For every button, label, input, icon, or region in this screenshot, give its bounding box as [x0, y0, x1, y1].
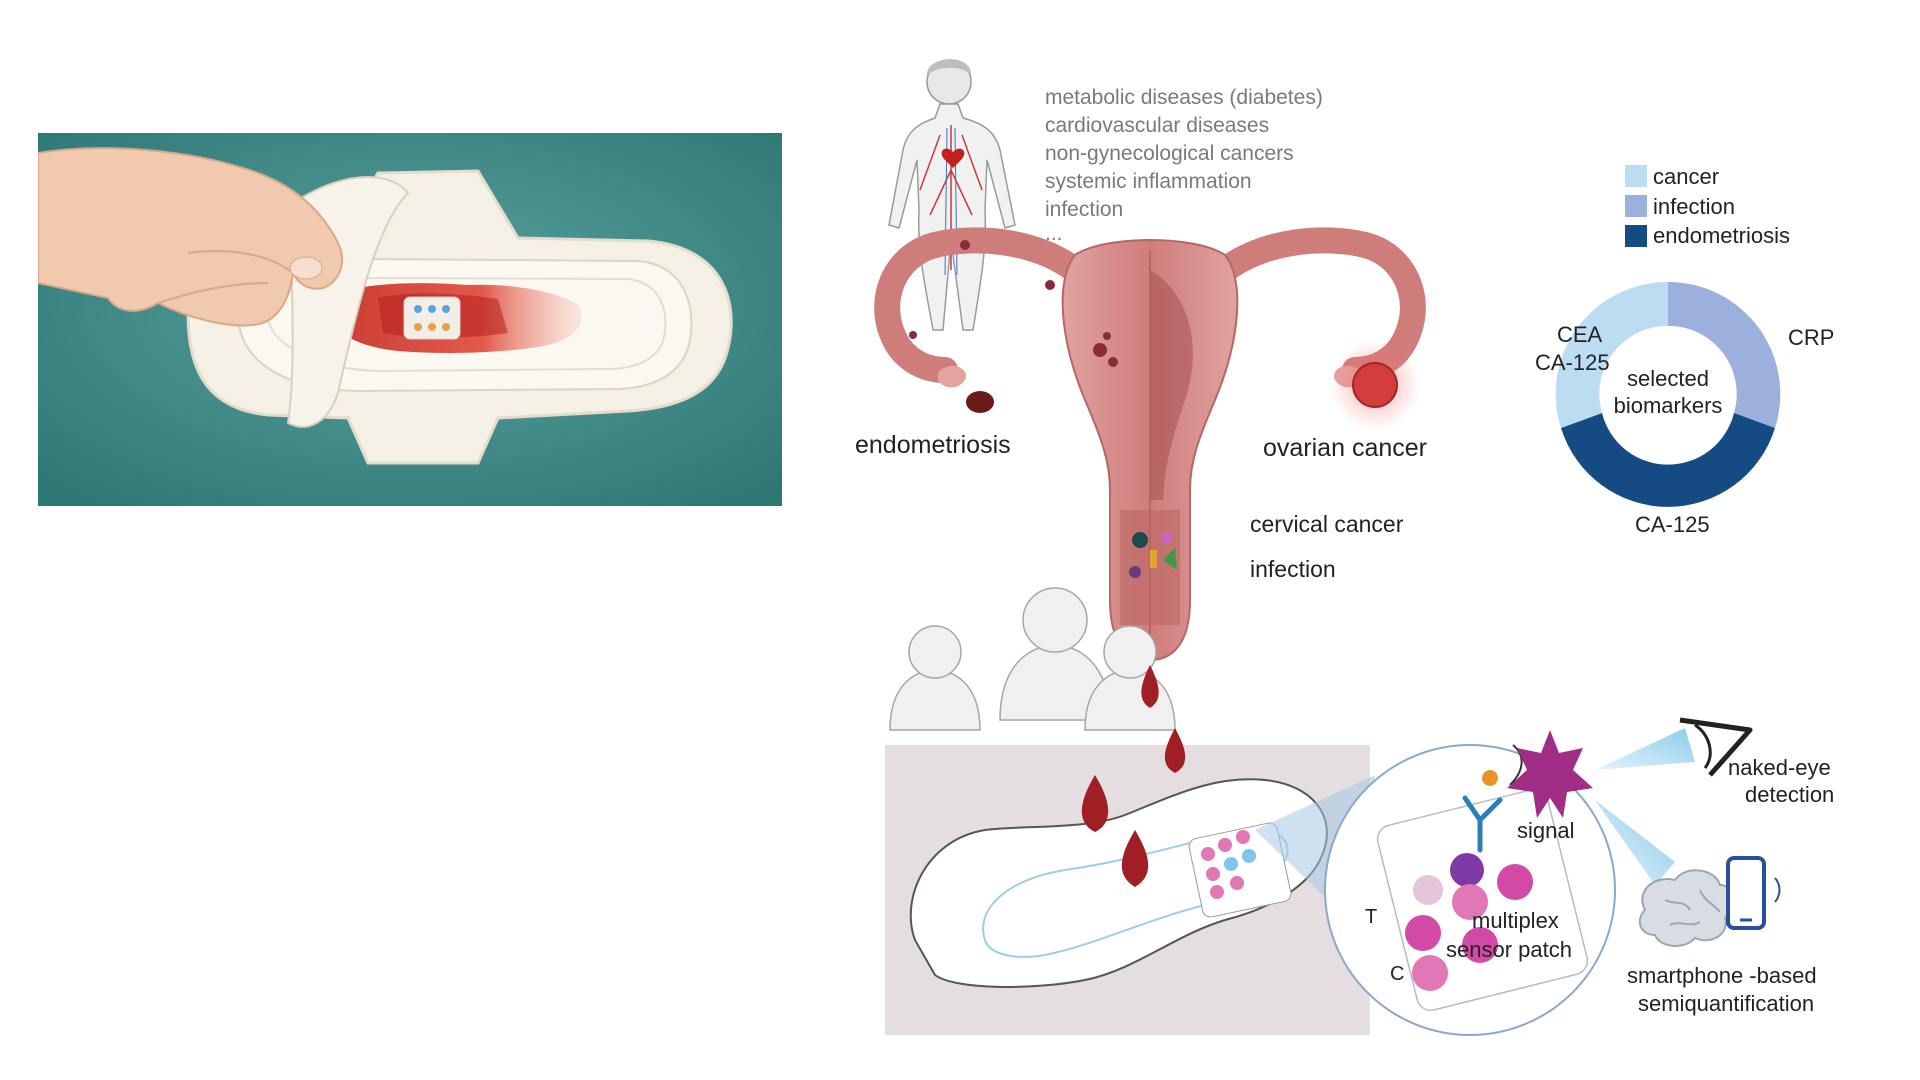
eye-icon [1679, 717, 1753, 777]
legend: cancer infection endometriosis [1625, 164, 1790, 248]
uterus-illustration [874, 227, 1426, 662]
endometriosis-label: endometriosis [855, 431, 1011, 459]
condition-item: cardiovascular diseases [1045, 114, 1269, 137]
phone-detection-beam [1595, 800, 1675, 885]
signal-star-icon [1507, 730, 1593, 818]
patch-label-line2: sensor patch [1446, 937, 1572, 962]
condition-item: systemic inflammation [1045, 170, 1252, 193]
antibody-icon [1462, 795, 1503, 853]
donut-segment-ca125-endometriosis [1561, 413, 1775, 507]
sanitary-pad-photo [38, 133, 782, 506]
legend-label-infection: infection [1653, 194, 1735, 219]
donut-label-crp: CRP [1788, 325, 1834, 350]
phone-detection-label-1: smartphone -based [1627, 963, 1817, 988]
donut-center-line1: selected [1627, 366, 1709, 391]
signal-label: signal [1517, 818, 1574, 843]
brain-icon [1638, 869, 1735, 947]
legend-label-endometriosis: endometriosis [1653, 223, 1790, 248]
eye-detection-label-1: naked-eye [1728, 755, 1831, 780]
infection-label: infection [1250, 556, 1336, 582]
eye-detection-label-2: detection [1745, 782, 1834, 807]
donut-segment-cea-ca125 [1555, 281, 1668, 428]
biomarker-diagram: metabolic diseases (diabetes) cardiovasc… [855, 59, 1834, 1036]
donut-label-ca125-bottom: CA-125 [1635, 512, 1710, 537]
human-body-figure [888, 59, 1016, 331]
condition-item: metabolic diseases (diabetes) [1045, 86, 1323, 109]
donut-label-cea: CEA [1557, 322, 1603, 347]
body-conditions-list: metabolic diseases (diabetes) cardiovasc… [1045, 86, 1323, 245]
condition-item: ... [1045, 222, 1063, 245]
legend-swatch-endometriosis [1625, 225, 1647, 247]
donut-center-line2: biomarkers [1614, 393, 1723, 418]
patch-label-line1: multiplex [1472, 908, 1559, 933]
photo-sensor-patch [403, 296, 461, 340]
hand [38, 147, 343, 327]
magnified-sensor-patch [1376, 788, 1589, 1012]
eye-detection-beam [1595, 728, 1695, 770]
legend-swatch-cancer [1625, 165, 1647, 187]
donut-segment-crp [1668, 281, 1781, 428]
blood-drops [1081, 665, 1186, 887]
cervical-cancer-label: cervical cancer [1250, 511, 1404, 537]
control-line-label: C [1390, 963, 1404, 985]
signal-arrow [1509, 744, 1523, 786]
smartphone-icon [1726, 856, 1781, 930]
antigen-icon [1482, 770, 1498, 786]
test-line-label: T [1365, 906, 1377, 928]
ovarian-tumor [1352, 362, 1398, 408]
pad-sensor-patch [1188, 822, 1292, 918]
donut-label-ca125-left: CA-125 [1535, 350, 1610, 375]
women-group-illustration [889, 587, 1176, 731]
condition-item: infection [1045, 198, 1123, 221]
biomarker-donut: selected biomarkers CEA CA-125 CRP CA-12… [1535, 281, 1834, 537]
condition-item: non-gynecological cancers [1045, 142, 1294, 165]
legend-swatch-infection [1625, 195, 1647, 217]
legend-label-cancer: cancer [1653, 164, 1719, 189]
phone-detection-label-2: semiquantification [1638, 991, 1814, 1016]
left-fallopian-tube [874, 227, 1088, 383]
ovarian-cancer-label: ovarian cancer [1263, 434, 1427, 462]
